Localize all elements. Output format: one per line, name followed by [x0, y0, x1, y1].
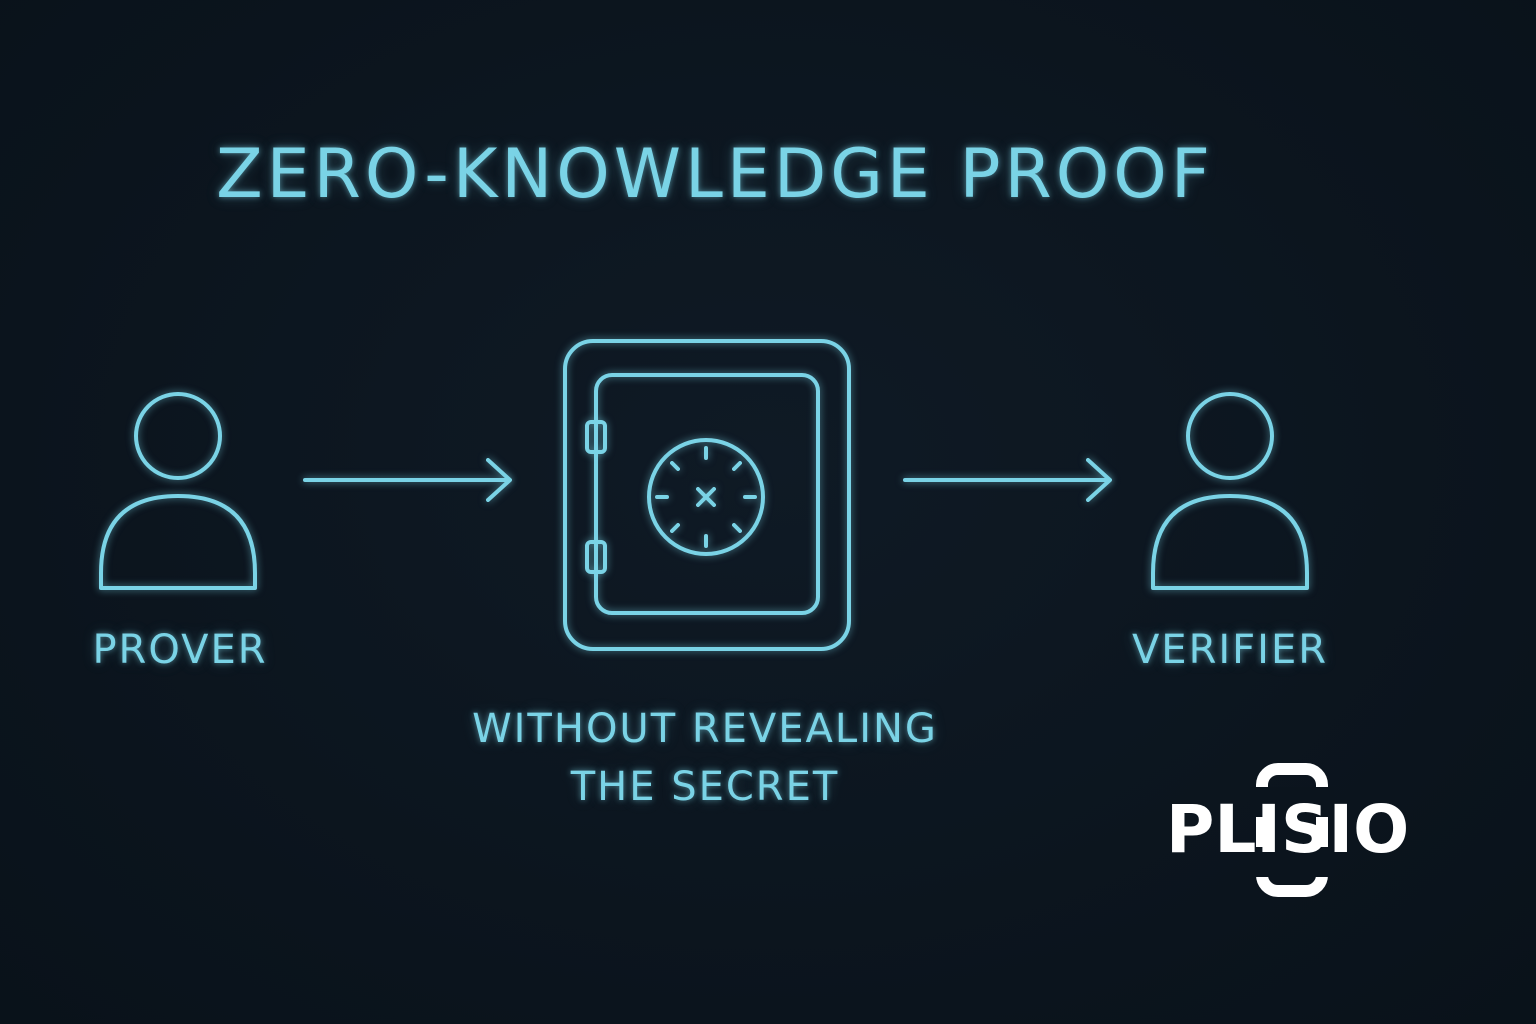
- prover-body-icon: [99, 494, 257, 590]
- dial-icon: [647, 438, 765, 556]
- prover-person-icon: [99, 392, 257, 590]
- plisio-logo: PLISIO: [1160, 755, 1410, 905]
- safe-outer-frame: [563, 339, 851, 651]
- caption-line-1: WITHOUT REVEALING: [472, 706, 938, 752]
- verifier-label: VERIFIER: [1131, 627, 1329, 673]
- safe-icon: [563, 339, 851, 651]
- verifier-head-icon: [1186, 392, 1274, 480]
- safe-hinge-bottom: [585, 540, 607, 574]
- prover-head-icon: [134, 392, 222, 480]
- logo-frame-gap: [1250, 847, 1334, 877]
- verifier-body-icon: [1151, 494, 1309, 590]
- safe-door: [594, 373, 820, 615]
- caption: WITHOUT REVEALING THE SECRET: [400, 700, 1010, 816]
- verifier-person-icon: [1151, 392, 1309, 590]
- arrow-right-icon: [903, 458, 1112, 502]
- diagram-title: ZERO-KNOWLEDGE PROOF: [216, 135, 1214, 214]
- safe-hinge-top: [585, 420, 607, 454]
- prover-label: PROVER: [92, 627, 268, 673]
- logo-text: PLISIO: [1166, 791, 1410, 868]
- logo-frame-gap: [1250, 787, 1334, 817]
- arrow-right-icon: [303, 458, 512, 502]
- caption-line-2: THE SECRET: [570, 764, 840, 810]
